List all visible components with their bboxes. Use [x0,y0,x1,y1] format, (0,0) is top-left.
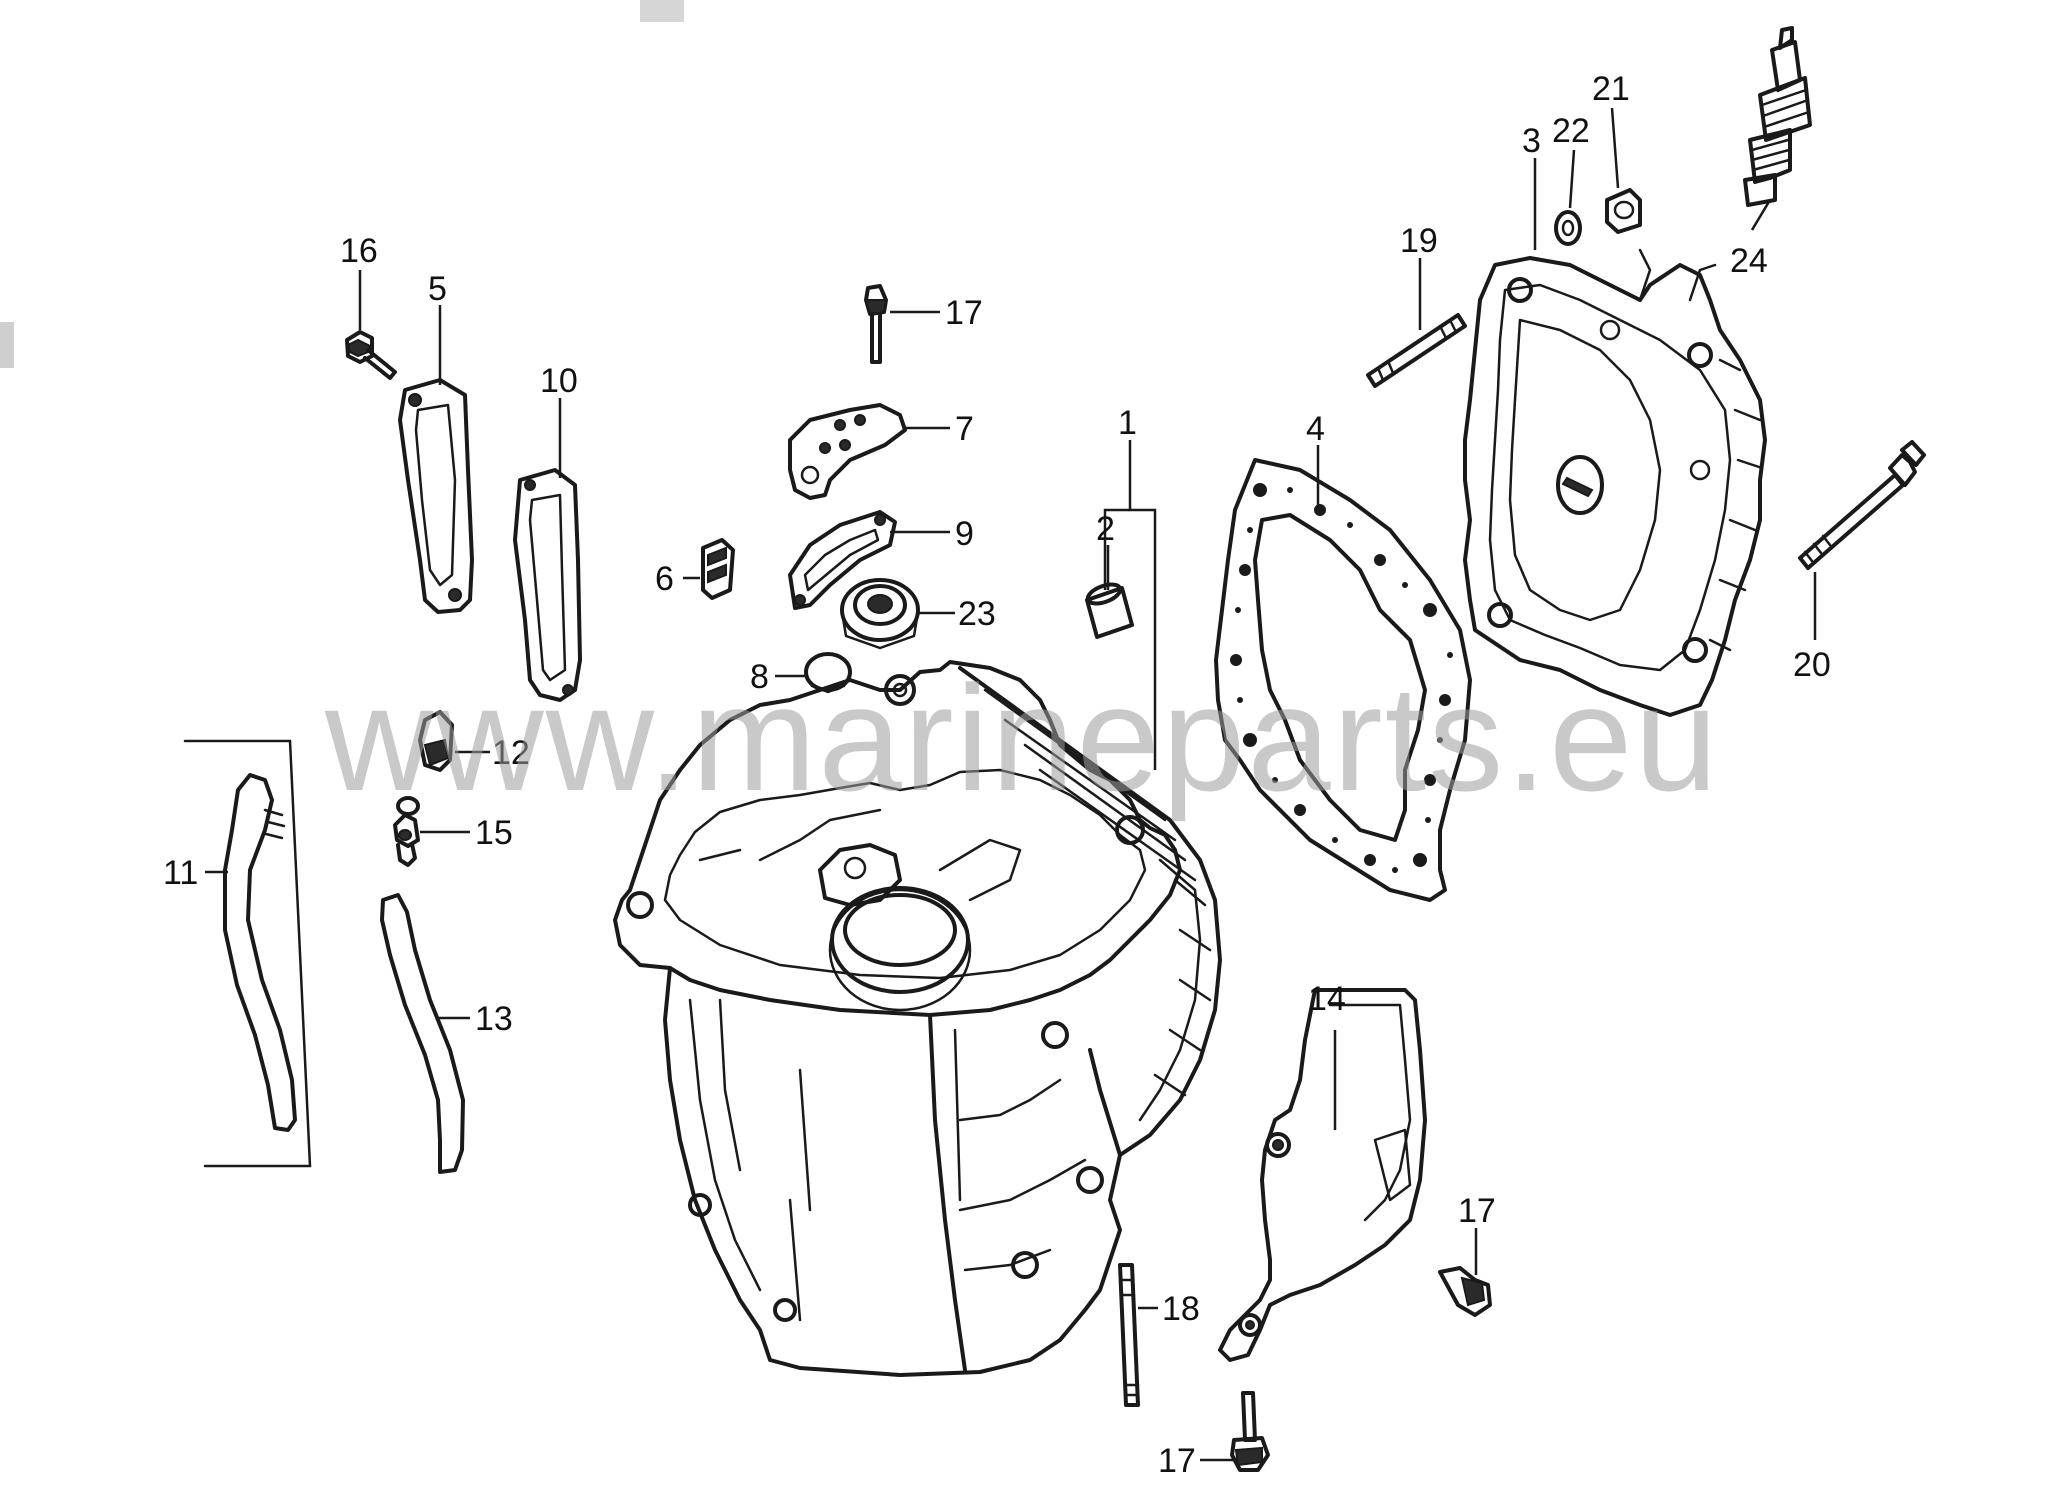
callout-5: 5 [428,270,447,308]
hose-fitting-part [393,796,420,867]
flange-bolt-part [864,284,888,364]
cylinder-block-part [613,660,1222,1377]
cylinder-shroud-part [1218,988,1427,1362]
callout-12: 12 [492,734,530,772]
callout-2: 2 [1096,510,1115,548]
rocker-base-gasket-part [788,510,897,610]
scan-artifact [640,0,684,22]
callout-24: 24 [1730,242,1768,280]
stud-part [1118,1263,1140,1407]
callout-16: 16 [340,232,378,270]
callout-23: 23 [958,595,996,633]
callout-19: 19 [1400,222,1438,260]
washer-part [1554,210,1582,246]
breather-gasket-part [513,468,582,702]
oil-seal-part [840,578,920,650]
spark-plug-part [1743,26,1812,207]
sealing-plug-part [804,652,852,694]
callout-10: 10 [540,362,578,400]
callout-22: 22 [1552,112,1590,150]
callout-13: 13 [475,1000,513,1038]
head-bolt-part [1798,440,1926,570]
callout-17-bottom: 17 [1158,1442,1196,1480]
callout-7: 7 [955,410,974,448]
callout-11: 11 [163,854,198,892]
callout-1: 1 [1118,404,1137,442]
callout-8: 8 [750,658,769,696]
callout-17-top: 17 [945,294,983,332]
scan-artifact [0,322,14,368]
callout-15: 15 [475,814,513,852]
callout-17-right: 17 [1458,1192,1496,1230]
watermark-text: www.marineparts.eu [324,654,1720,822]
flange-bolt-part [1230,1391,1270,1472]
callout-20: 20 [1793,646,1831,684]
cylinder-head-part [1463,248,1767,717]
leader-lines [205,107,1817,1462]
head-gasket-part [1214,458,1472,902]
breather-cover-part [398,378,474,614]
dowel-pin-part [1085,582,1134,639]
flange-bolt-part [345,330,397,380]
breather-tube-part [183,739,312,1168]
hose-clamp-part [418,710,454,772]
callout-labels: 1 2 3 4 5 6 7 8 9 10 11 12 13 14 15 16 1… [163,70,1831,1480]
callout-3: 3 [1522,122,1541,160]
callout-21: 21 [1592,70,1630,108]
callout-6: 6 [655,560,674,598]
callout-18: 18 [1162,1290,1200,1328]
callout-9: 9 [955,515,974,553]
flange-bolt-part [1438,1266,1492,1317]
callout-14: 14 [1308,980,1346,1018]
clip-part [701,538,735,600]
nut-part [1605,188,1642,234]
hose-part [380,893,465,1174]
guide-plate-part [788,403,907,500]
callout-4: 4 [1306,410,1325,448]
stud-bolt-part [1366,313,1467,388]
